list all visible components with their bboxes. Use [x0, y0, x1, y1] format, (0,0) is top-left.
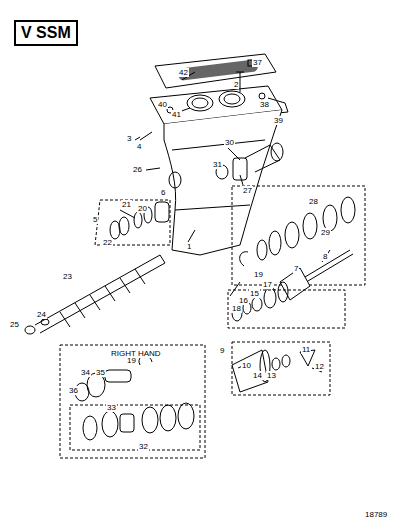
callout-number: 42: [178, 68, 189, 77]
callout-number: 21: [121, 200, 132, 209]
callout-number: 23: [62, 272, 73, 281]
callout-number: 27: [242, 186, 253, 195]
callout-number: 18789: [364, 510, 388, 519]
callout-number: 34: [80, 368, 91, 377]
callout-number: 31: [212, 160, 223, 169]
callout-number: 37: [252, 58, 263, 67]
callout-number: 29: [320, 228, 331, 237]
callout-number: 28: [308, 197, 319, 206]
callout-number: 24: [36, 310, 47, 319]
callout-number: 30: [224, 138, 235, 147]
callout-number: 9: [219, 346, 225, 355]
callout-number: 41: [171, 110, 182, 119]
callout-number: 14: [252, 371, 263, 380]
callout-number: 12: [314, 362, 325, 371]
callout-number: 33: [106, 403, 117, 412]
callout-number: 39: [273, 116, 284, 125]
callout-number: 15: [249, 289, 260, 298]
callout-number: 38: [259, 100, 270, 109]
callout-number: 4: [136, 142, 142, 151]
model-title: V SSM: [14, 20, 78, 46]
callout-number: 10: [241, 361, 252, 370]
callout-number: 11: [301, 345, 311, 354]
callout-number: 22: [102, 238, 113, 247]
callout-number: 2: [233, 80, 239, 89]
callout-number: 13: [266, 371, 277, 380]
callout-number: 26: [132, 165, 143, 174]
callout-number: 18: [231, 304, 242, 313]
callout-number: 1: [186, 242, 192, 251]
callout-number: 35: [95, 368, 106, 377]
callout-number: 32: [138, 442, 149, 451]
callout-number: 19: [253, 270, 264, 279]
callout-number: 40: [157, 100, 168, 109]
callout-number: 20: [137, 204, 148, 213]
callout-number: 19: [126, 356, 137, 365]
callout-number: 36: [68, 386, 79, 395]
callout-number: 5: [92, 215, 98, 224]
callout-number: 3: [126, 134, 132, 143]
callout-number: 17: [262, 280, 273, 289]
callout-number: 6: [160, 188, 166, 197]
callout-number: 8: [322, 252, 328, 261]
callout-number: 7: [293, 264, 299, 273]
callout-number: 25: [9, 320, 20, 329]
